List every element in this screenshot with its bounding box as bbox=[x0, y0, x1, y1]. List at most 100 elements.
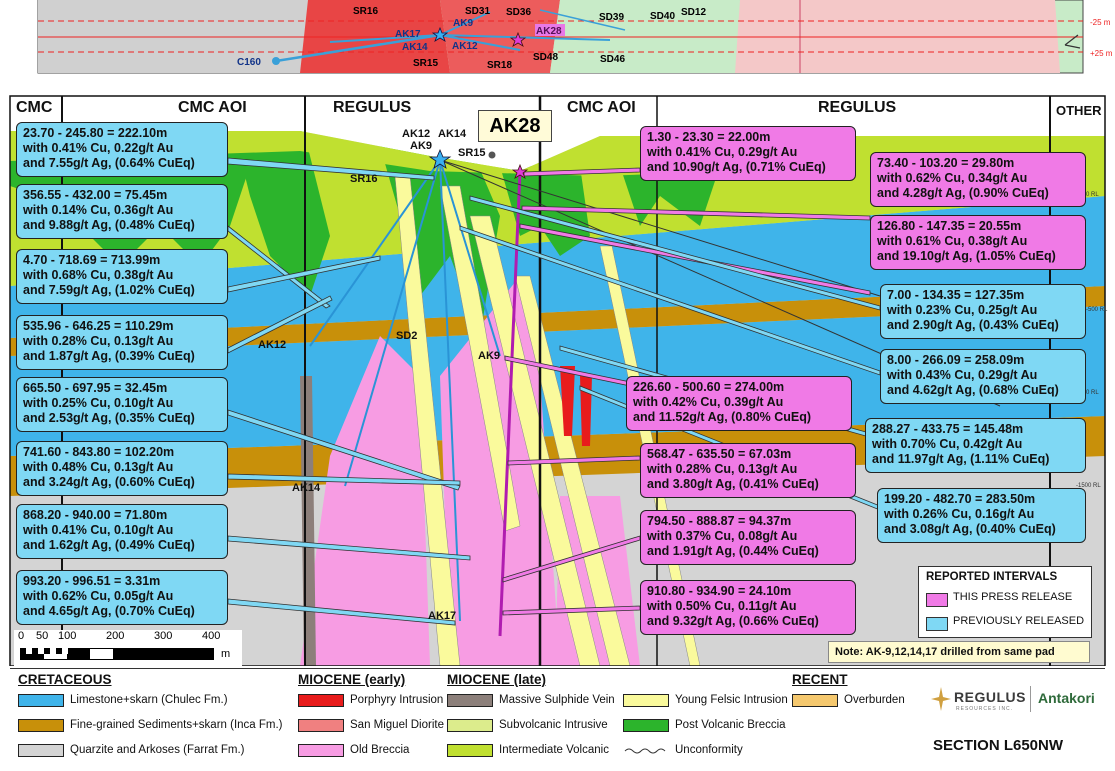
legend-diorite: San Miguel Diorite bbox=[350, 719, 444, 731]
swatch-subvolcanic bbox=[447, 719, 493, 732]
plan-label-sr18: SR18 bbox=[487, 60, 512, 71]
header-cmc: CMC bbox=[16, 99, 53, 116]
scale-50: 50 bbox=[36, 630, 49, 642]
rl-label-1: -500 RL bbox=[1086, 307, 1108, 313]
section-title: SECTION L650NW bbox=[933, 737, 1064, 754]
legend-cretaceous-title: CRETACEOUS bbox=[18, 672, 112, 687]
ak-pad-star bbox=[428, 148, 452, 169]
ak28-collar-star bbox=[511, 163, 529, 179]
regulus-logo: REGULUS RESOURCES INC. bbox=[930, 685, 1025, 719]
plan-label-ak9: AK9 bbox=[453, 18, 473, 29]
header-cmc-aoi-right: CMC AOI bbox=[567, 99, 636, 116]
plan-label-ak14: AK14 bbox=[402, 42, 428, 53]
header-cmc-aoi-left: CMC AOI bbox=[178, 99, 247, 116]
legend-sulphide: Massive Sulphide Vein bbox=[499, 694, 615, 706]
hole-label-ak12: AK12 bbox=[258, 339, 287, 351]
plan-view-map: SR16 SD31 SD36 SD39 SD40 SD12 AK9 AK17 A… bbox=[37, 0, 1113, 74]
hole-label-ak17: AK17 bbox=[428, 610, 457, 622]
plan-label-sd40: SD40 bbox=[650, 11, 675, 22]
plan-scale-minus: -25 m bbox=[1090, 18, 1111, 27]
collar-label-sr16: SR16 bbox=[350, 173, 378, 185]
legend-recent-title: RECENT bbox=[792, 672, 848, 687]
hole-label-ak14: AK14 bbox=[292, 482, 321, 494]
header-regulus-left: REGULUS bbox=[333, 99, 412, 116]
collar-label-ak12: AK12 bbox=[402, 128, 431, 140]
note-box: Note: AK-9,12,14,17 drilled from same pa… bbox=[828, 641, 1090, 663]
swatch-this-release bbox=[926, 593, 948, 607]
label-previously-released: PREVIOUSLY RELEASED bbox=[953, 615, 1085, 627]
collar-label-sd2: SD2 bbox=[396, 330, 418, 342]
scale-0: 0 bbox=[18, 630, 25, 642]
swatch-quartzite bbox=[18, 744, 64, 757]
legend-post-breccia: Post Volcanic Breccia bbox=[675, 719, 786, 731]
swatch-previously-released bbox=[926, 617, 948, 631]
legend-intermediate: Intermediate Volcanic bbox=[499, 744, 609, 756]
hole-label-ak9: AK9 bbox=[478, 350, 501, 362]
rl-label-3: -1500 RL bbox=[1076, 483, 1101, 489]
swatch-post-breccia bbox=[623, 719, 669, 732]
swatch-old-breccia bbox=[298, 744, 344, 757]
legend-overburden: Overburden bbox=[844, 694, 905, 706]
header-regulus-right: REGULUS bbox=[818, 99, 897, 116]
north-arrow-icon bbox=[1064, 34, 1081, 49]
reported-intervals-legend: REPORTED INTERVALS THIS PRESS RELEASE PR… bbox=[918, 566, 1092, 638]
plan-label-sd48: SD48 bbox=[533, 52, 558, 63]
collar-label-ak14: AK14 bbox=[438, 128, 467, 140]
reported-title: REPORTED INTERVALS bbox=[926, 571, 1058, 583]
plan-label-sr16: SR16 bbox=[353, 6, 378, 17]
swatch-porphyry bbox=[298, 694, 344, 707]
legend-old-breccia: Old Breccia bbox=[350, 744, 410, 756]
unconformity-line-icon bbox=[624, 748, 666, 754]
legend-miocene-early-title: MIOCENE (early) bbox=[298, 672, 406, 687]
swatch-limestone bbox=[18, 694, 64, 707]
legend-unconformity: Unconformity bbox=[675, 744, 743, 756]
swatch-felsic bbox=[623, 694, 669, 707]
scale-300: 300 bbox=[154, 630, 173, 642]
legend-subvolcanic: Subvolcanic Intrusive bbox=[499, 719, 608, 731]
plan-label-sd39: SD39 bbox=[599, 12, 624, 23]
plan-ak17-star bbox=[431, 26, 449, 42]
ak28-label: AK28 bbox=[478, 110, 552, 142]
antakori-logo: Antakori bbox=[1038, 690, 1095, 706]
swatch-sulphide bbox=[447, 694, 493, 707]
scale-200: 200 bbox=[106, 630, 125, 642]
regulus-star-icon bbox=[931, 687, 951, 711]
collar-label-ak9: AK9 bbox=[410, 140, 433, 152]
legend-limestone: Limestone+skarn (Chulec Fm.) bbox=[70, 694, 228, 706]
plan-label-ak17: AK17 bbox=[395, 29, 421, 40]
plan-label-sd46: SD46 bbox=[600, 54, 625, 65]
legend-sediments: Fine-grained Sediments+skarn (Inca Fm.) bbox=[70, 719, 283, 731]
scale-unit: m bbox=[221, 648, 231, 660]
swatch-intermediate bbox=[447, 744, 493, 757]
plan-scale-plus: +25 m bbox=[1090, 49, 1113, 58]
swatch-diorite bbox=[298, 719, 344, 732]
legend-porphyry: Porphyry Intrusion bbox=[350, 694, 444, 706]
collar-label-sr15: SR15 bbox=[458, 147, 486, 159]
scale-bar: 0 50 100 200 300 400 m bbox=[14, 630, 242, 666]
plan-label-sd12: SD12 bbox=[681, 7, 706, 18]
header-other: OTHER bbox=[1056, 103, 1102, 118]
plan-label-ak12: AK12 bbox=[452, 41, 478, 52]
scale-400: 400 bbox=[202, 630, 221, 642]
swatch-overburden bbox=[792, 694, 838, 707]
plan-ak28-star bbox=[509, 31, 527, 47]
legend-divider bbox=[10, 668, 1105, 669]
plan-label-sd36: SD36 bbox=[506, 7, 531, 18]
plan-label-c160: C160 bbox=[237, 57, 261, 68]
